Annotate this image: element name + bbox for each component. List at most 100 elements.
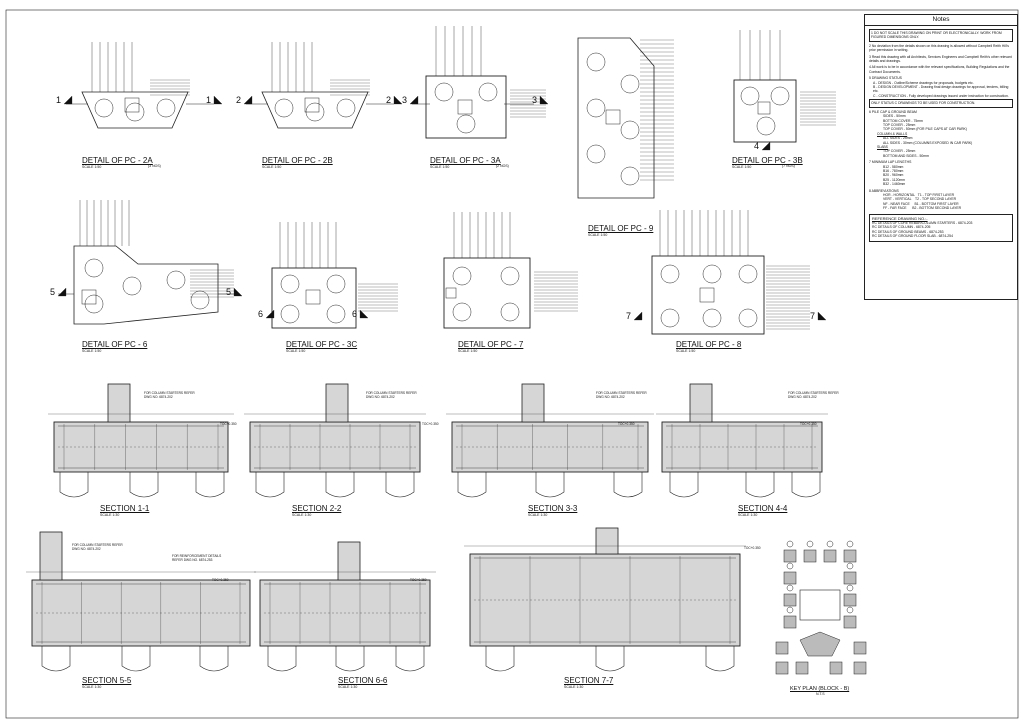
level-note: TOC+0.350 bbox=[422, 422, 439, 426]
pile-outline bbox=[41, 646, 71, 672]
section-marker-triangle bbox=[817, 311, 827, 321]
key-plan-grid-bubble bbox=[846, 540, 854, 548]
pile-cap-outline bbox=[81, 91, 189, 129]
pile-circle bbox=[156, 98, 176, 118]
detail-extra-pc-3b: (7 NOS) bbox=[782, 164, 795, 168]
pile-circle bbox=[190, 290, 210, 310]
section-marker-triangle bbox=[213, 95, 223, 105]
pile-cap-outline bbox=[425, 75, 507, 139]
pile-circle bbox=[326, 304, 346, 324]
pile-cap-outline bbox=[577, 37, 655, 199]
pile-circle bbox=[738, 308, 758, 328]
column-outline bbox=[81, 289, 97, 305]
abbrev-line: FF - FAR FACE B2 - BOTTOM SECOND LAYER bbox=[883, 206, 962, 211]
key-plan-pilecap bbox=[783, 549, 797, 563]
key-plan-pilecap bbox=[775, 661, 789, 675]
detail-title: DETAIL OF PC - 2B bbox=[262, 156, 333, 165]
abbrev-line: NF - NEAR FACE B1 - BOTTOM FIRST LAYER bbox=[883, 201, 959, 206]
pile-circle bbox=[280, 304, 300, 324]
section-marker-label: 4 bbox=[754, 141, 759, 151]
note-item: 7 MINIMUM LAP LENGTHS bbox=[869, 160, 912, 165]
column-stub bbox=[521, 383, 545, 423]
note-item: 8 ABBREVIATIONS bbox=[869, 188, 899, 193]
cover-line: COLUMN & WALLS bbox=[877, 131, 908, 136]
key-plan-pilecap bbox=[795, 661, 809, 675]
column-outline bbox=[445, 287, 457, 299]
pile-outline bbox=[385, 472, 415, 498]
pile-outline bbox=[121, 646, 151, 672]
status-line: A - DESIGN - Outline/Scheme drawings for… bbox=[873, 80, 974, 85]
column-starters-note: FOR COLUMN STARTERS REFER DWG NO. 6874-2… bbox=[144, 391, 195, 399]
section-marker-label: 3 bbox=[402, 95, 407, 105]
pile-outline bbox=[335, 646, 365, 672]
note-item: 5 DRAWING STATUS bbox=[869, 76, 902, 81]
section-title: SECTION 7-7 bbox=[564, 676, 614, 685]
pile-circle bbox=[620, 74, 640, 94]
key-plan-grid-bubble bbox=[846, 562, 854, 570]
pile-circle bbox=[452, 266, 472, 286]
pile-outline bbox=[595, 646, 625, 672]
section-scale: SCALE 1:30 bbox=[564, 685, 584, 689]
detail-title: DETAIL OF PC - 3C bbox=[286, 340, 358, 349]
column-outline bbox=[605, 109, 621, 125]
key-plan-scale: N.T.S bbox=[816, 692, 825, 696]
pile-circle bbox=[478, 82, 498, 102]
detail-title: DETAIL OF PC - 9 bbox=[588, 224, 654, 233]
key-plan-grid-bubble bbox=[786, 606, 794, 614]
key-plan-core bbox=[799, 589, 841, 621]
section-marker-triangle bbox=[233, 287, 243, 297]
cover-line: SLABS bbox=[877, 144, 888, 149]
section-title: SECTION 1-1 bbox=[100, 504, 150, 513]
notes-title: Notes bbox=[865, 15, 1017, 26]
key-plan-pilecap bbox=[843, 615, 857, 629]
reinforcement-note: FOR REINFORCEMENT DETAILS REFER DWG NO. … bbox=[172, 554, 222, 562]
pile-circle bbox=[702, 264, 722, 284]
reference-line: RC DETAILS OF GROUND FLOOR SLAB - 6874-2… bbox=[872, 234, 953, 239]
pile-circle bbox=[452, 302, 472, 322]
key-plan-grid-bubble bbox=[786, 540, 794, 548]
pile-outline bbox=[395, 646, 425, 672]
level-note: TOC+0.350 bbox=[800, 422, 817, 426]
note-item: 6 PILE CAP & GROUND BEAM bbox=[869, 109, 917, 114]
pile-circle bbox=[326, 274, 346, 294]
column-starters-note: FOR COLUMN STARTERS REFER DWG NO. 6874-2… bbox=[596, 391, 647, 399]
pile-outline bbox=[705, 646, 735, 672]
section-marker-label: 5 bbox=[226, 287, 231, 297]
cover-line: ALL SIDES - 25mm bbox=[883, 136, 913, 141]
key-plan-grid-bubble bbox=[846, 606, 854, 614]
beam-section bbox=[53, 421, 229, 473]
key-plan-pilecap bbox=[843, 571, 857, 585]
section-marker-triangle bbox=[57, 287, 67, 297]
section-title: SECTION 5-5 bbox=[82, 676, 132, 685]
pile-outline bbox=[791, 472, 821, 498]
pile-circle bbox=[500, 302, 520, 322]
cover-line: TOP COVER - 25mm bbox=[883, 149, 916, 154]
level-note: TOC+0.350 bbox=[744, 546, 761, 550]
pile-outline bbox=[485, 646, 515, 672]
section-scale: SCALE 1:30 bbox=[338, 685, 358, 689]
pile-cap-outline bbox=[651, 255, 765, 335]
section-scale: SCALE 1:30 bbox=[100, 513, 120, 517]
note-item: 4 All work is to be in accordance with t… bbox=[869, 65, 1010, 74]
detail-scale: SCALE 1:50 bbox=[732, 165, 752, 169]
key-plan-pilecap bbox=[829, 661, 843, 675]
pile-cap-outline bbox=[733, 79, 797, 143]
lap-line: B12 - 580mm bbox=[883, 164, 904, 169]
reference-title: REFERENCE DRAWING NO.:- bbox=[872, 215, 928, 221]
section-marker-label: 7 bbox=[810, 311, 815, 321]
detail-title: DETAIL OF PC - 8 bbox=[676, 340, 742, 349]
pile-outline bbox=[457, 472, 487, 498]
pile-circle bbox=[738, 264, 758, 284]
section-scale: SCALE 1:30 bbox=[82, 685, 102, 689]
section-marker-triangle bbox=[265, 309, 275, 319]
column-outline bbox=[457, 99, 473, 115]
abbrev-line: HOR - HORIZONTAL T1 - TOP FIRST LAYER bbox=[883, 193, 955, 197]
